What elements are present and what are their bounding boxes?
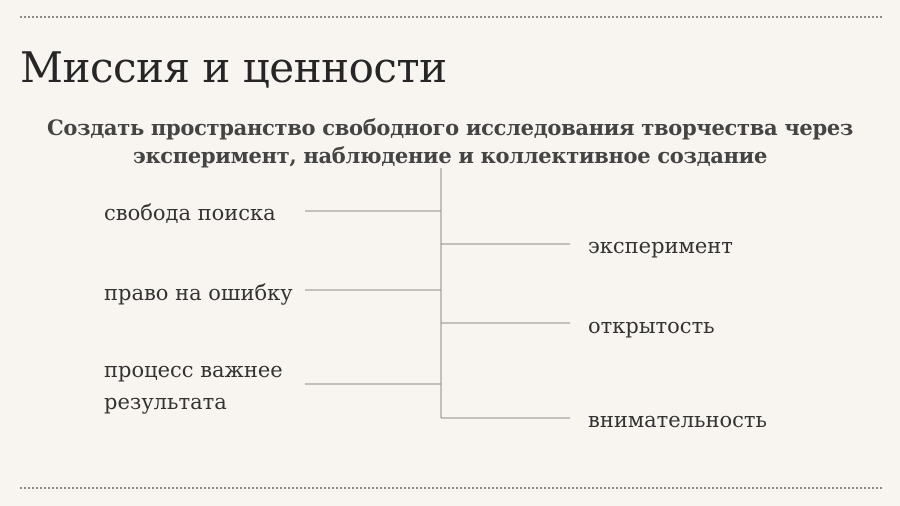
slide-title: Миссия и ценности: [20, 43, 447, 92]
value-right-to-mistake: право на ошибку: [104, 281, 293, 305]
value-freedom-of-search: свобода поиска: [104, 201, 276, 225]
bottom-dotted-divider: [20, 487, 882, 489]
mission-statement: Создать пространство свободного исследов…: [47, 115, 853, 168]
value-attentiveness: внимательность: [588, 408, 767, 432]
value-experiment: эксперимент: [588, 234, 733, 258]
value-openness: открытость: [588, 314, 715, 338]
value-process-over-result: процесс важнее результата: [104, 358, 283, 414]
top-dotted-divider: [20, 16, 882, 18]
